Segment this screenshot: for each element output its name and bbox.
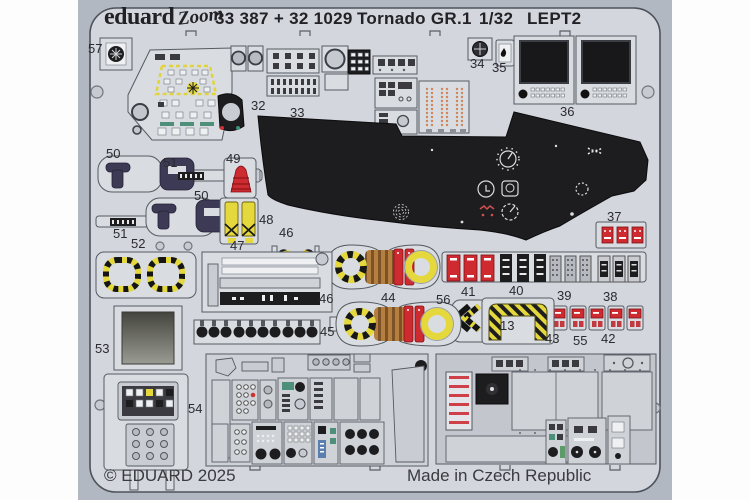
part-45-knob-strip: [193, 319, 321, 345]
slat-panel: [201, 251, 333, 313]
scale-label: 1/32: [479, 9, 514, 28]
sheet-id-label: LEPT2: [527, 9, 582, 28]
parts-50-51-handles: [95, 155, 263, 237]
part-53-screen: [113, 305, 183, 371]
part-57-gauge: [99, 37, 133, 71]
origin-text: Made in Czech Republic: [407, 466, 592, 485]
product-name: Tornado GR.1: [357, 9, 472, 28]
part-49-handle: [223, 157, 257, 199]
ring-dial-plates: [230, 45, 264, 72]
main-instrument-panel: [127, 47, 245, 141]
part-52-loops: [95, 251, 197, 299]
copyright-text: © EDUARD 2025: [104, 466, 236, 485]
coaming-part-33: [257, 111, 649, 241]
part-44-handles: [321, 244, 462, 347]
part-37-plate: [595, 221, 647, 249]
strip-41-40-39-38: [441, 251, 647, 283]
eduard-logo: eduard: [104, 4, 175, 30]
part-13-hazard-frame: [481, 297, 555, 345]
parts-48-47-handles: [219, 197, 259, 245]
center-console: [205, 353, 429, 467]
catalog-numbers: 33 387 + 32 1029: [215, 9, 353, 28]
right-console: [435, 353, 657, 465]
mfd-screens-part-36: [513, 35, 637, 105]
part-54-keypad-panel: [103, 373, 189, 491]
